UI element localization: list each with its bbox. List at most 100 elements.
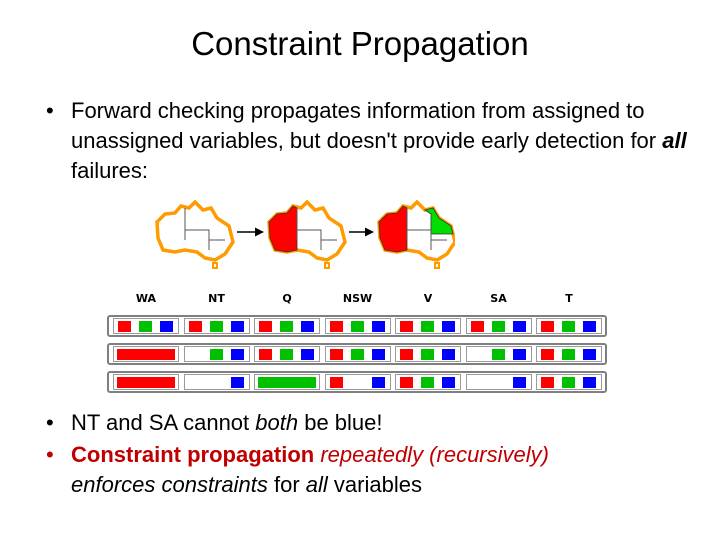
bullet-red-bold: Constraint propagation xyxy=(71,442,315,467)
domain-value-blue xyxy=(371,321,385,332)
domain-cell-q xyxy=(254,346,320,362)
domain-cell-sa xyxy=(465,374,532,390)
bullet-italic: both xyxy=(255,410,299,435)
bullet-text: Forward checking propagates information … xyxy=(71,98,663,153)
domain-value-red xyxy=(400,349,413,360)
table-row xyxy=(107,343,607,365)
domain-value-red xyxy=(329,377,343,388)
domain-value-blue xyxy=(230,377,244,388)
table-row xyxy=(107,315,607,337)
domain-value-red xyxy=(188,321,202,332)
bullet-text-end: be blue! xyxy=(298,410,383,435)
domain-value-green xyxy=(421,349,434,360)
domain-cell-nt xyxy=(183,318,250,334)
domain-value-green xyxy=(258,377,316,388)
domain-value-red xyxy=(541,321,554,332)
domain-cell-q xyxy=(254,374,320,390)
domain-value-red xyxy=(259,349,272,360)
bullet-italic: enforces constraints xyxy=(71,472,268,497)
table-header-v: V xyxy=(423,292,433,305)
domain-cell-v xyxy=(395,346,461,362)
bullet-text-end: variables xyxy=(327,472,422,497)
domain-value-red xyxy=(117,377,175,388)
domain-value-green xyxy=(562,349,575,360)
domain-cell-t xyxy=(536,318,602,334)
domain-value-green xyxy=(280,349,293,360)
domain-value-blue xyxy=(512,349,526,360)
domain-value-red xyxy=(259,321,272,332)
domain-value-green xyxy=(209,321,223,332)
bullet-red-italic: repeatedly (recursively) xyxy=(314,442,549,467)
domain-value-red xyxy=(118,321,131,332)
domain-cell-v xyxy=(395,318,461,334)
domain-value-green xyxy=(562,377,575,388)
bullet-nt-sa: • NT and SA cannot both be blue! xyxy=(46,408,696,438)
domain-cell-t xyxy=(536,374,602,390)
domain-value-green xyxy=(421,321,434,332)
domain-value-green xyxy=(350,321,364,332)
australia-map-1 xyxy=(155,200,235,269)
domain-value-green xyxy=(280,321,293,332)
domain-cell-nsw xyxy=(324,346,391,362)
domain-value-blue xyxy=(230,321,244,332)
domain-cell-nt xyxy=(183,374,250,390)
table-header-sa: SA xyxy=(490,292,507,305)
bullet-emphasis: all xyxy=(662,128,687,153)
bullet-text: NT and SA cannot xyxy=(71,410,256,435)
domain-cell-t xyxy=(536,346,602,362)
domain-cell-v xyxy=(395,374,461,390)
domain-cell-wa xyxy=(113,374,179,390)
domain-cell-wa xyxy=(113,346,179,362)
bullet-italic-all: all xyxy=(305,472,328,497)
australia-map-2 xyxy=(267,200,347,269)
domain-table: WA NT Q NSW V SA T xyxy=(105,284,609,394)
domain-value-blue xyxy=(301,349,314,360)
domain-cell-nt xyxy=(183,346,250,362)
table-row xyxy=(107,371,607,393)
domain-value-blue xyxy=(160,321,173,332)
table-header-nsw: NSW xyxy=(342,292,373,305)
domain-value-red xyxy=(329,349,343,360)
domain-value-blue xyxy=(512,321,526,332)
domain-cell-sa xyxy=(465,346,532,362)
bullet-constraint-propagation: • Constraint propagation repeatedly (rec… xyxy=(46,440,696,500)
domain-value-blue xyxy=(230,349,244,360)
domain-value-blue xyxy=(442,377,455,388)
bullet-symbol: • xyxy=(46,442,54,467)
domain-cell-wa xyxy=(113,318,179,334)
domain-value-blue xyxy=(301,321,314,332)
australia-map-3 xyxy=(377,200,455,269)
domain-value-green xyxy=(491,349,505,360)
domain-value-red xyxy=(117,349,175,360)
domain-value-blue xyxy=(583,349,596,360)
domain-value-green xyxy=(139,321,152,332)
domain-value-green xyxy=(562,321,575,332)
australia-maps-sequence xyxy=(155,200,455,269)
domain-value-blue xyxy=(442,349,455,360)
domain-value-green xyxy=(421,377,434,388)
domain-value-red xyxy=(400,377,413,388)
domain-value-red xyxy=(470,321,484,332)
domain-value-green xyxy=(350,349,364,360)
bullet-text: for xyxy=(267,472,306,497)
bullet-symbol: • xyxy=(46,410,54,435)
table-header-q: Q xyxy=(282,292,292,305)
domain-value-red xyxy=(541,377,554,388)
bullet-text-end: failures: xyxy=(71,158,149,183)
bullet-forward-checking: • Forward checking propagates informatio… xyxy=(46,96,696,186)
domain-value-blue xyxy=(371,349,385,360)
domain-cell-nsw xyxy=(324,318,391,334)
domain-cell-q xyxy=(254,318,320,334)
table-header-nt: NT xyxy=(208,292,225,305)
table-header-wa: WA xyxy=(135,292,157,305)
table-header-t: T xyxy=(565,292,573,305)
domain-cell-sa xyxy=(465,318,532,334)
domain-value-blue xyxy=(442,321,455,332)
bullet-list-bottom: • NT and SA cannot both be blue! • Const… xyxy=(46,408,696,502)
domain-value-blue xyxy=(583,321,596,332)
domain-value-blue xyxy=(583,377,596,388)
bullet-symbol: • xyxy=(46,98,54,123)
slide-title: Constraint Propagation xyxy=(191,25,529,62)
domain-value-green xyxy=(491,321,505,332)
domain-value-blue xyxy=(512,377,526,388)
